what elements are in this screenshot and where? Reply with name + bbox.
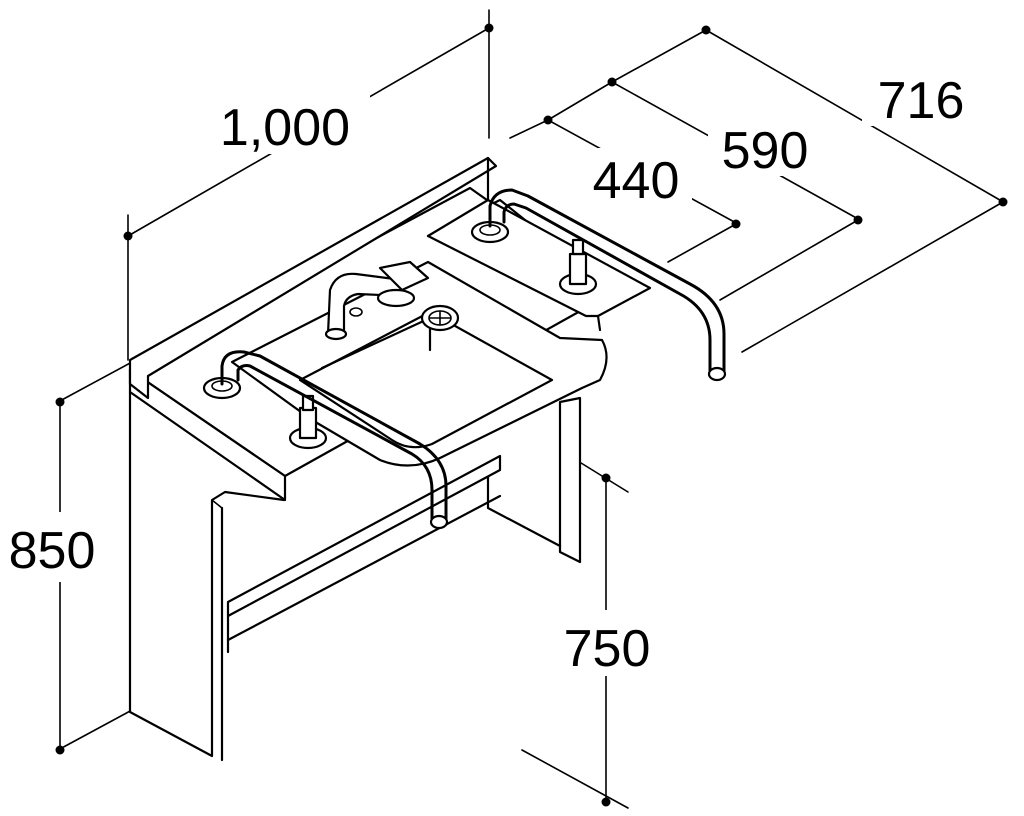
height-under-label: 750 <box>564 620 651 678</box>
height-under-dimension: 750 <box>521 449 662 809</box>
grab-bar-front <box>220 350 449 530</box>
height-total-dimension: 850 <box>0 361 133 755</box>
depth-dimensions: 440 590 716 <box>509 25 1008 353</box>
grab-bar-right <box>488 188 727 382</box>
width-dimension: 1,000 <box>123 9 494 361</box>
sink-bowl <box>230 260 608 467</box>
width-label: 1,000 <box>220 99 350 157</box>
height-total-label: 850 <box>9 522 96 580</box>
drain-icon <box>420 304 460 332</box>
faucet-icon <box>324 260 430 341</box>
soap-dispenser-left-icon <box>288 394 328 450</box>
depth-total-label: 716 <box>878 72 965 130</box>
soap-dispenser-right-icon <box>558 238 598 296</box>
vanity-unit <box>128 156 727 762</box>
depth-mid-label: 590 <box>722 122 809 180</box>
depth-bowl-label: 440 <box>593 152 680 210</box>
right-leg <box>558 396 582 564</box>
